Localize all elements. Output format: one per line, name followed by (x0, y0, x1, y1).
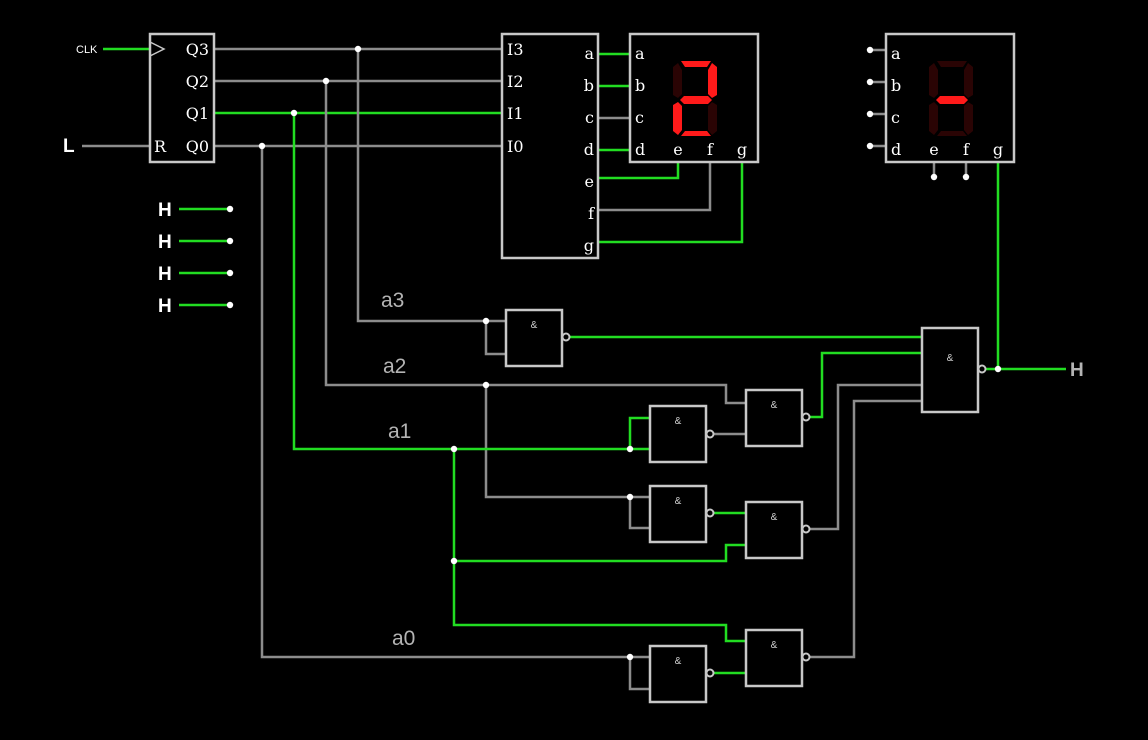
gate-symbol: & (675, 416, 682, 427)
decoder-output-b: b (584, 76, 594, 95)
decoder-input-i0: I0 (507, 137, 524, 156)
gate-symbol: & (675, 656, 682, 667)
segment-c (708, 102, 717, 135)
gate-symbol: & (947, 353, 954, 364)
segment-c (964, 102, 973, 135)
inverter-bubble (705, 508, 715, 518)
display-main-digit (673, 61, 717, 136)
counter-reset-pin-label: R (154, 137, 167, 156)
segment-b (708, 63, 717, 98)
display-secondary-pin-b: b (891, 76, 901, 95)
wires (82, 47, 1066, 691)
counter-output-label-q1: Q1 (186, 104, 209, 123)
net-label-a0: a0 (392, 627, 415, 650)
nand-gate-a1[interactable]: & (648, 404, 715, 464)
gate-symbol: & (771, 512, 778, 523)
gate-symbol: & (675, 496, 682, 507)
gate-symbol: & (771, 640, 778, 651)
gate-symbol: & (771, 400, 778, 411)
segment-f (673, 63, 682, 98)
display-secondary-pin-g: g (993, 140, 1003, 159)
segment-d (937, 131, 967, 136)
decoder-output-a: a (584, 44, 594, 63)
inverter-bubble (977, 364, 987, 374)
display-main-pin-b: b (635, 76, 645, 95)
segment-d (681, 131, 711, 136)
reset-input-constant[interactable]: L (63, 136, 75, 157)
clock-edge-triangle (149, 41, 166, 57)
counter-output-label-q2: Q2 (186, 72, 209, 91)
segment-e (673, 102, 682, 135)
display-secondary-pin-d: d (891, 140, 901, 159)
output-high-indicator[interactable]: H (1070, 360, 1084, 381)
seven-segment-display-main[interactable]: a b c d e f g (628, 32, 760, 164)
display-secondary-pin-c: c (891, 108, 900, 127)
decoder-output-g: g (584, 236, 594, 255)
display-main-pin-f: f (707, 140, 714, 159)
segment-a (937, 61, 967, 67)
net-label-a1: a1 (388, 420, 411, 443)
display-main-pin-g: g (737, 140, 747, 159)
nand-gate-a0[interactable]: & (648, 644, 715, 704)
decoder-input-i3: I3 (507, 40, 524, 59)
seven-segment-decoder[interactable]: I3 I2 I1 I0 a b c d e f g (500, 32, 600, 260)
display-main-pin-a: a (635, 44, 645, 63)
nand-gate-a2[interactable]: & (648, 484, 715, 544)
nand-gate-mid-1[interactable]: & (744, 388, 811, 448)
net-label-a3: a3 (381, 289, 404, 312)
decoder-input-i1: I1 (507, 104, 524, 123)
inverter-bubble (801, 524, 811, 534)
inverter-bubble (561, 332, 571, 342)
constant-high-input-1[interactable]: H (158, 200, 172, 221)
constant-high-input-4[interactable]: H (158, 296, 172, 317)
junction-dots (226, 45, 1002, 661)
clock-input-label[interactable]: CLK (76, 44, 98, 56)
counter-output-label-q0: Q0 (186, 137, 209, 156)
display-secondary-pin-e: e (929, 140, 938, 159)
decoder-output-d: d (584, 140, 594, 159)
decoder-output-e: e (585, 172, 594, 191)
inverter-bubble (801, 412, 811, 422)
segment-b (964, 63, 973, 98)
counter-output-label-q3: Q3 (186, 40, 209, 59)
nand-gate-a3[interactable]: & (504, 308, 571, 368)
segment-e (929, 102, 938, 135)
nand-gate-mid-3[interactable]: & (744, 628, 811, 688)
counter-block[interactable]: Q3 Q2 Q1 Q0 R (148, 32, 216, 164)
seven-segment-display-secondary[interactable]: a b c d e f g (884, 32, 1016, 164)
nand-gate-mid-2[interactable]: & (744, 500, 811, 560)
inverter-bubble (705, 429, 715, 439)
segment-g (680, 96, 712, 104)
decoder-output-c: c (585, 108, 594, 127)
constant-high-input-3[interactable]: H (158, 264, 172, 285)
display-main-pin-d: d (635, 140, 645, 159)
inverter-bubble (801, 652, 811, 662)
segment-a (681, 61, 711, 67)
inverter-bubble (705, 668, 715, 678)
net-label-a2: a2 (383, 355, 406, 378)
display-secondary-pin-a: a (891, 44, 901, 63)
display-main-pin-e: e (673, 140, 682, 159)
display-secondary-digit (929, 61, 973, 136)
decoder-input-i2: I2 (507, 72, 524, 91)
display-secondary-pin-f: f (963, 140, 970, 159)
gate-symbol: & (531, 320, 538, 331)
decoder-output-f: f (588, 204, 595, 223)
segment-f (929, 63, 938, 98)
nand-gate-final[interactable]: & (920, 326, 987, 414)
display-main-pin-c: c (635, 108, 644, 127)
segment-g (936, 96, 968, 104)
constant-high-input-2[interactable]: H (158, 232, 172, 253)
